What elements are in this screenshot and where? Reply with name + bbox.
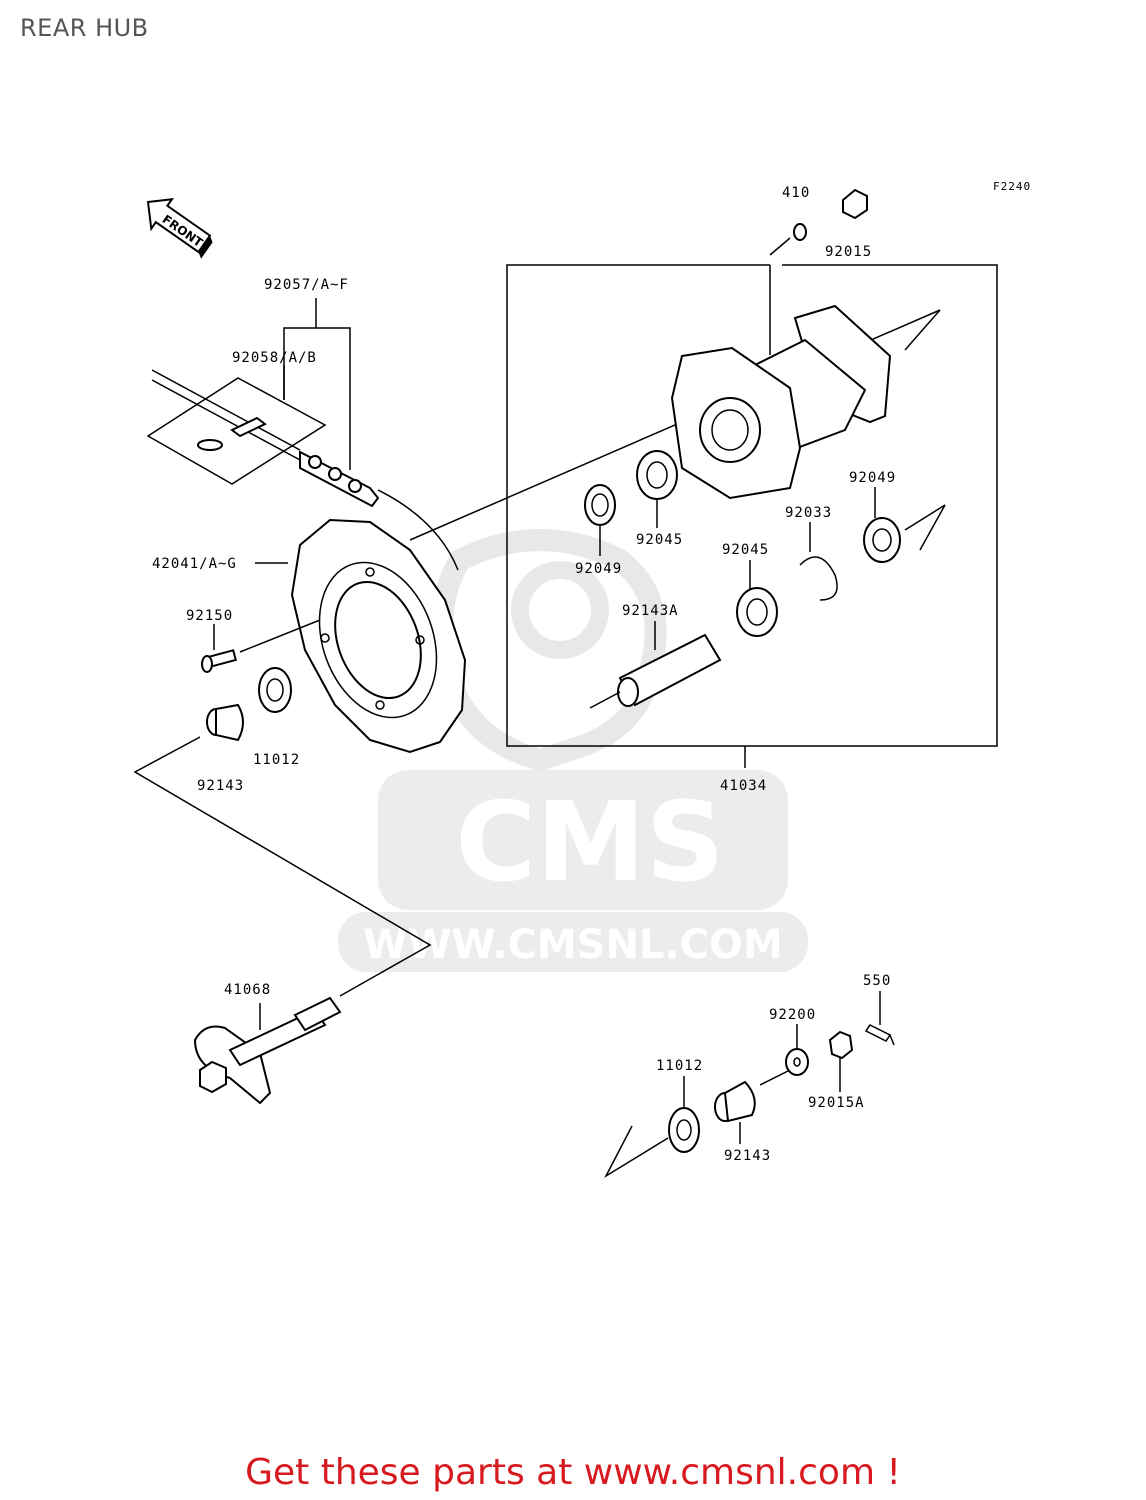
part-92049-seal-right [863, 517, 901, 563]
bracket-92057 [283, 327, 351, 470]
part-92049-seal-left [584, 484, 616, 526]
cmsnl-parts-link[interactable]: Get these parts at www.cmsnl.com ! [245, 1452, 901, 1493]
part-92033-circlip [799, 556, 838, 601]
label-42041: 42041/A~G [152, 556, 237, 572]
part-92150-bolt [201, 619, 321, 673]
part-92015-nut [842, 188, 868, 220]
label-92015A: 92015A [808, 1095, 865, 1111]
part-550-cotter-pin [864, 1024, 895, 1046]
label-92033: 92033 [785, 505, 832, 521]
label-11012-right: 11012 [656, 1058, 703, 1074]
watermark-url: WWW.CMSNL.COM [363, 922, 783, 968]
watermark-logo: CMS [455, 778, 724, 906]
label-11012-left: 11012 [253, 752, 300, 768]
part-11012-seal-right [668, 1107, 700, 1153]
hub-assembly-box [506, 264, 998, 768]
part-410-washer [793, 223, 807, 241]
label-92049-right: 92049 [849, 470, 896, 486]
page-title: REAR HUB [20, 14, 149, 42]
label-41068: 41068 [224, 982, 271, 998]
part-92015A-nut [828, 1030, 854, 1060]
part-41068-axle [193, 996, 342, 1105]
label-92143-left: 92143 [197, 778, 244, 794]
part-92045-bearing-left [636, 450, 678, 500]
drive-chain [151, 369, 459, 571]
label-92057: 92057/A~F [264, 277, 349, 293]
label-92015: 92015 [825, 244, 872, 260]
label-550: 550 [863, 973, 891, 989]
right-leader-wedge [604, 1125, 669, 1179]
front-arrow-icon: FRONT [146, 197, 213, 259]
rear-hub-diagram: CMS WWW.CMSNL.COM F2240 FRONT [133, 180, 1031, 1179]
rear-hub-part [409, 237, 941, 541]
label-92150: 92150 [186, 608, 233, 624]
part-92143-collar-left [206, 703, 244, 742]
part-92143A-collar [589, 633, 722, 709]
master-link-box [146, 377, 327, 485]
label-92049-left: 92049 [575, 561, 622, 577]
label-41034: 41034 [720, 778, 767, 794]
part-11012-seal-left [258, 667, 292, 713]
label-92058: 92058/A/B [232, 350, 317, 366]
label-92200: 92200 [769, 1007, 816, 1023]
watermark: CMS WWW.CMSNL.COM [338, 529, 808, 972]
figure-code: F2240 [993, 180, 1031, 193]
part-92045-bearing-right [736, 587, 778, 637]
part-42041-sprocket [290, 518, 467, 754]
label-92045-right: 92045 [722, 542, 769, 558]
label-92045-left: 92045 [636, 532, 683, 548]
label-92143A: 92143A [622, 603, 679, 619]
part-92200-washer [785, 1048, 809, 1076]
part-92143-collar-right [714, 1080, 756, 1123]
label-92143-right: 92143 [724, 1148, 771, 1164]
axle-leader [133, 736, 432, 997]
label-410: 410 [782, 185, 810, 201]
